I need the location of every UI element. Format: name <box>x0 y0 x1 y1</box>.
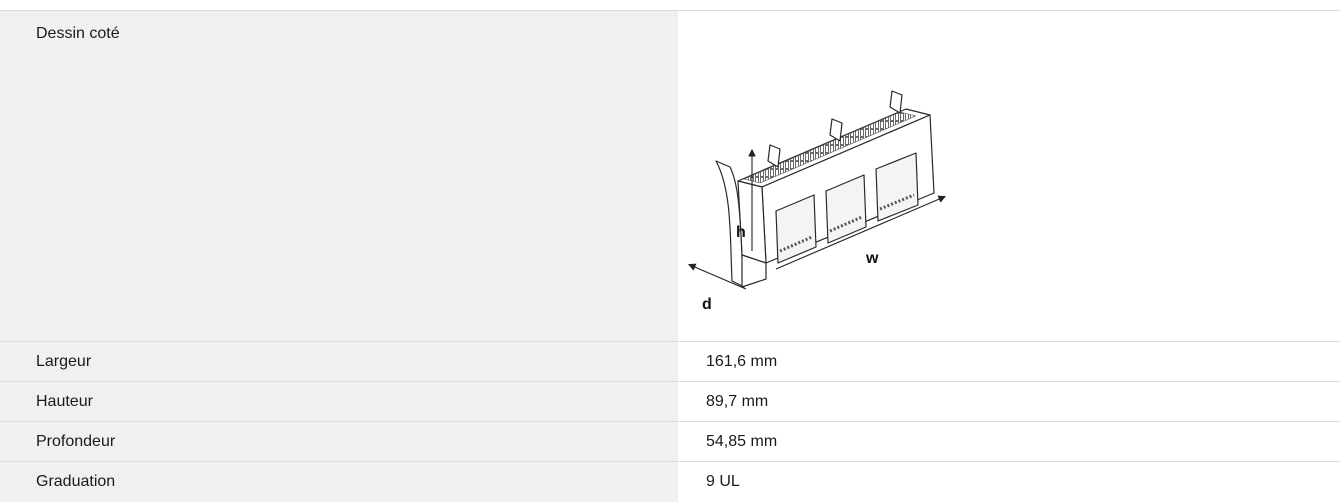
dimensioned-enclosure-drawing: h w d <box>687 90 947 311</box>
spec-label: Graduation <box>0 462 678 502</box>
spec-row-depth: Profondeur 54,85 mm <box>0 422 1340 462</box>
spec-value: 161,6 mm <box>678 342 1340 381</box>
spec-label-drawing: Dessin coté <box>0 11 678 341</box>
spec-value: 9 UL <box>678 462 1340 502</box>
spec-row-drawing: Dessin coté <box>0 11 1340 342</box>
dimension-lines <box>687 148 947 290</box>
dimension-label-w: w <box>865 250 879 267</box>
spec-label: Hauteur <box>0 382 678 421</box>
spec-value-drawing: h w d <box>678 11 1340 341</box>
spec-value: 89,7 mm <box>678 382 1340 421</box>
spec-value: 54,85 mm <box>678 422 1340 461</box>
spec-row-width: Largeur 161,6 mm <box>0 342 1340 382</box>
spec-label: Largeur <box>0 342 678 381</box>
spec-row-graduation: Graduation 9 UL <box>0 462 1340 502</box>
dimension-label-h: h <box>736 224 746 241</box>
enclosure-body <box>715 90 935 288</box>
dimension-label-d: d <box>702 296 712 311</box>
spec-row-height: Hauteur 89,7 mm <box>0 382 1340 422</box>
spec-label: Profondeur <box>0 422 678 461</box>
spec-table: Dessin coté <box>0 10 1340 502</box>
